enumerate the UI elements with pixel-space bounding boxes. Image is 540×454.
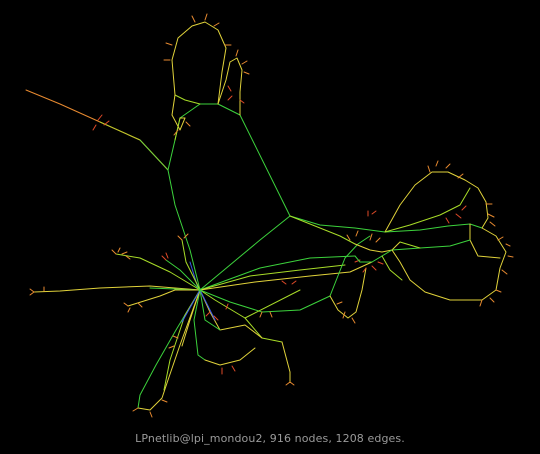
spokes-left xyxy=(29,233,201,313)
hub-node xyxy=(198,288,202,292)
bottom-left-loops xyxy=(132,289,256,418)
right-cluster xyxy=(381,160,514,307)
spokes-right xyxy=(199,210,401,324)
spoke-top-left xyxy=(25,89,169,171)
bottom-fan xyxy=(181,280,331,386)
graph-caption: LPnetlib@lpi_mondou2, 916 nodes, 1208 ed… xyxy=(135,432,405,445)
top-cluster xyxy=(163,13,250,136)
